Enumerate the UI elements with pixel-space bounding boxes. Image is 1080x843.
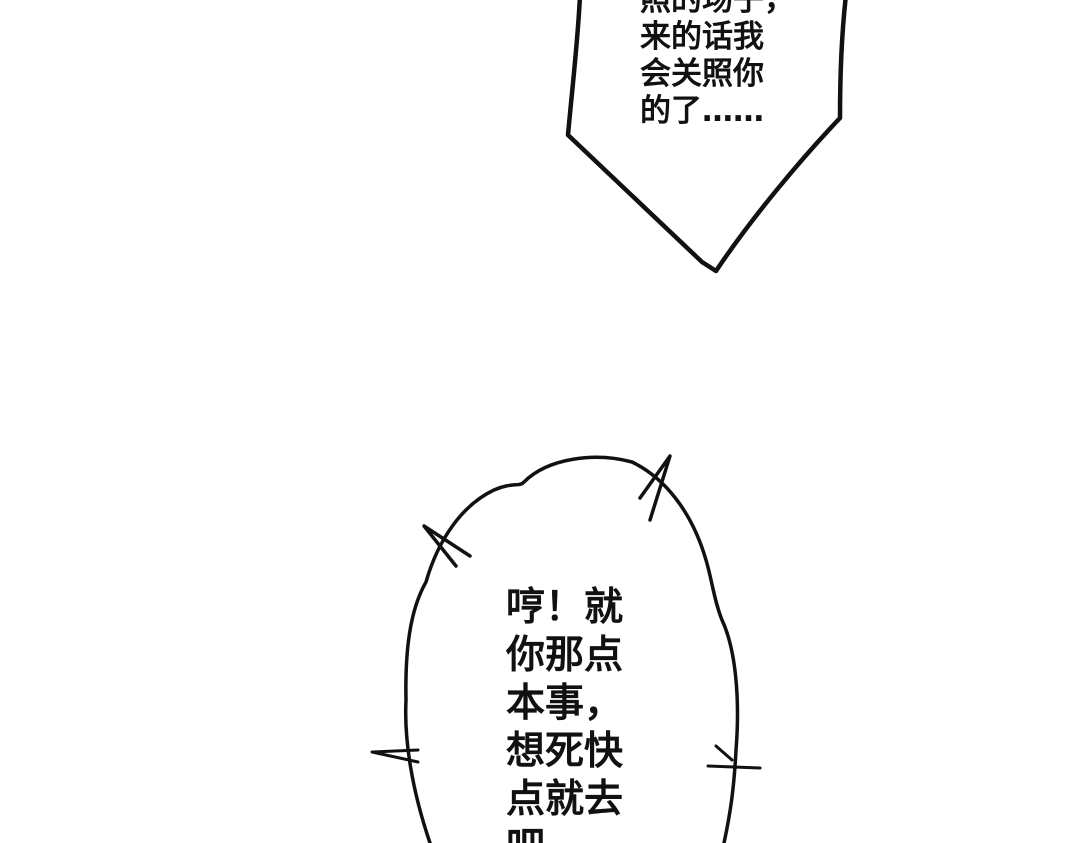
bubble-spike-left: [370, 748, 420, 764]
bubble-spike-upper-right: [638, 454, 672, 522]
speech-line: 本事，: [506, 681, 624, 726]
speech-line: 吧: [506, 824, 623, 843]
speech-bubble-top: [565, 0, 848, 274]
speech-bubble-bottom: [403, 455, 740, 843]
speech-line: 想死快: [506, 729, 624, 774]
bubble-spike-upper-left: [422, 524, 472, 568]
speech-line: 的了……: [640, 93, 764, 129]
speech-line: 来的话我: [640, 19, 764, 55]
speech-text-top: 照的场子， 来的话我 会关照你 的了……: [640, 0, 795, 130]
speech-line: 点就去: [506, 777, 624, 822]
speech-line: 你那点: [506, 633, 624, 678]
speech-line: 哼！就: [506, 585, 624, 630]
bubble-spike-right: [706, 744, 762, 770]
speech-line: 照的场子，: [640, 0, 795, 18]
speech-line: 会关照你: [640, 56, 764, 92]
speech-text-bottom: 哼！就 你那点 本事， 想死快 点就去 吧: [506, 584, 623, 843]
